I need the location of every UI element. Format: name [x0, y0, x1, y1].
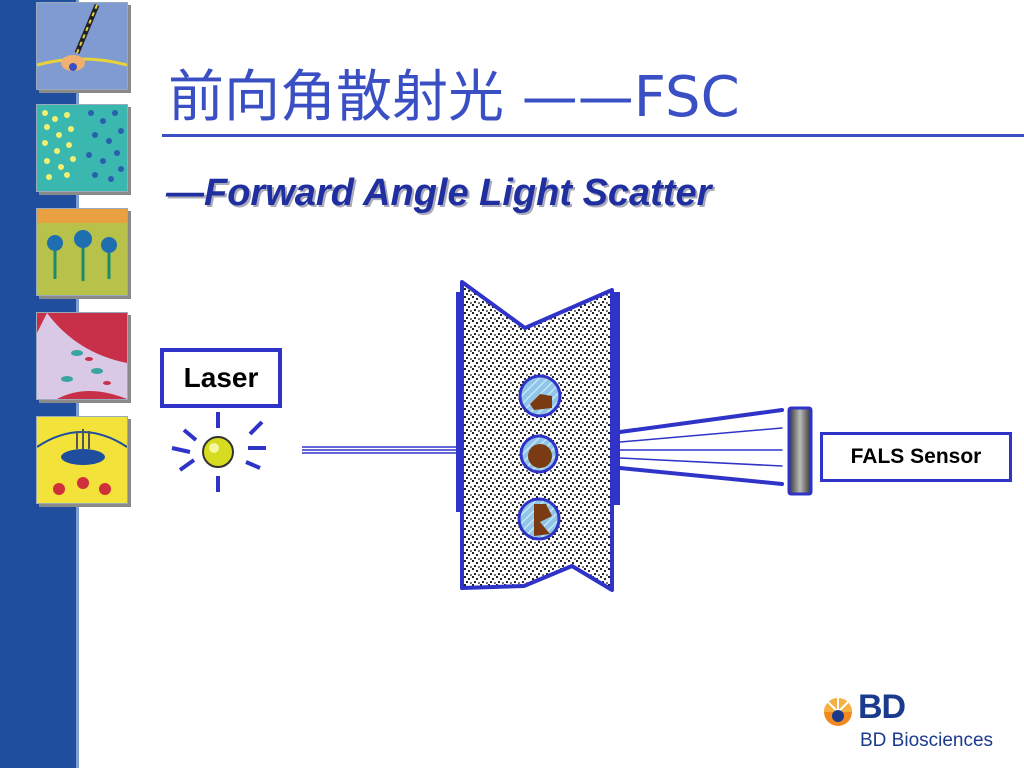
thumbnail-dots-image — [36, 104, 128, 192]
logo-brand: BD — [858, 688, 906, 726]
thumbnail-cells-image — [36, 208, 128, 296]
laser-source-icon — [171, 412, 266, 492]
thumbnail-cell-diagram-image — [36, 416, 128, 504]
forward-scatter-rays — [618, 408, 784, 486]
slide-subtitle: —Forward Angle Light Scatter — [166, 172, 712, 214]
laser-label: Laser — [160, 348, 282, 408]
thumbnail-pipette-image — [36, 2, 128, 90]
bd-sunburst-icon — [824, 698, 852, 726]
fals-sensor-label: FALS Sensor — [820, 432, 1012, 482]
particle-middle — [519, 434, 559, 474]
title-underline — [162, 134, 1024, 137]
fals-sensor-icon — [787, 406, 813, 496]
laser-beam — [302, 446, 462, 454]
thumbnail-tissue-image — [36, 312, 128, 400]
particle-top — [518, 374, 562, 418]
particle-bottom — [517, 497, 561, 541]
logo-company-name: BD Biosciences — [860, 730, 994, 751]
slide-title: 前向角散射光 ——FSC — [168, 65, 740, 130]
bd-logo: BD BD Biosciences — [818, 688, 1018, 758]
